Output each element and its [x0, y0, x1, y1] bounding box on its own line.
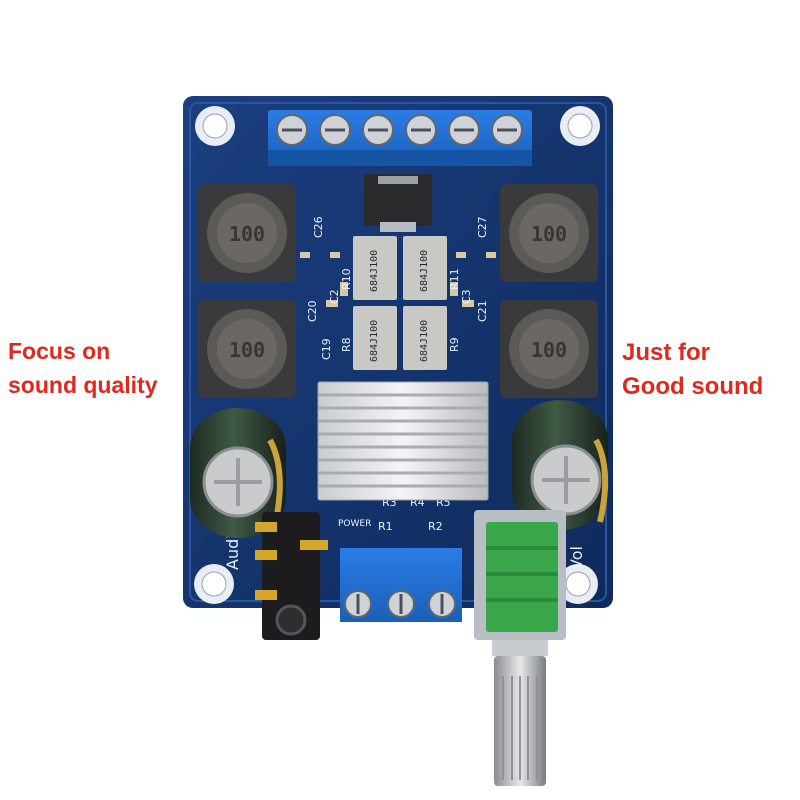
bottom-screw-terminal [340, 548, 462, 622]
inductor-label: 100 [531, 222, 567, 246]
inductor-label: 100 [229, 338, 265, 362]
right-caption: Just for Good sound [622, 336, 763, 404]
silk-c3: C3 [460, 289, 473, 304]
left-caption-line-2: sound quality [8, 372, 158, 398]
silk-vol: Vol [567, 546, 586, 570]
left-caption: Focus on sound quality [8, 334, 158, 402]
inductor-top-right: 100 [500, 184, 598, 282]
inductor-label: 100 [531, 338, 567, 362]
electrolytic-capacitor-left [190, 408, 286, 538]
silk-c26: C26 [312, 216, 325, 238]
silk-c19: C19 [320, 338, 333, 360]
silk-c27: C27 [476, 216, 489, 238]
power-diode [364, 174, 432, 232]
silk-r11: R11 [448, 268, 461, 290]
inductor-label: 100 [229, 222, 265, 246]
heatsink [317, 381, 489, 501]
film-capacitors: 684J100 684J100 684J100 684J100 [353, 236, 447, 370]
silk-power: POWER [338, 519, 371, 529]
mounting-holes [194, 106, 600, 604]
right-caption-line-2: Good sound [622, 373, 764, 400]
chip-label: 684J100 [369, 320, 380, 362]
top-screw-terminal [268, 110, 532, 166]
chip-label: 684J100 [419, 250, 430, 292]
inductor-bottom-left: 100 [198, 300, 296, 398]
smd-components [300, 252, 496, 307]
left-caption-line-1: Focus on [8, 338, 111, 364]
inductor-bottom-right: 100 [500, 300, 598, 398]
inductor-top-left: 100 [198, 184, 296, 282]
volume-knob-shaft [494, 656, 546, 786]
silk-r10: R10 [340, 268, 353, 290]
silk-r9: R9 [448, 337, 461, 352]
volume-potentiometer [474, 510, 566, 656]
silk-c21: C21 [476, 300, 489, 322]
electrolytic-capacitor-right [512, 400, 609, 530]
audio-jack [255, 512, 328, 640]
silk-r1: R1 [378, 520, 393, 533]
silk-r2: R2 [428, 520, 443, 533]
silk-c2: C2 [328, 289, 341, 304]
silk-c20: C20 [306, 300, 319, 322]
right-caption-line-1: Just for [622, 339, 711, 366]
chip-label: 684J100 [419, 320, 430, 362]
chip-label: 684J100 [369, 250, 380, 292]
silk-r8: R8 [340, 337, 353, 352]
